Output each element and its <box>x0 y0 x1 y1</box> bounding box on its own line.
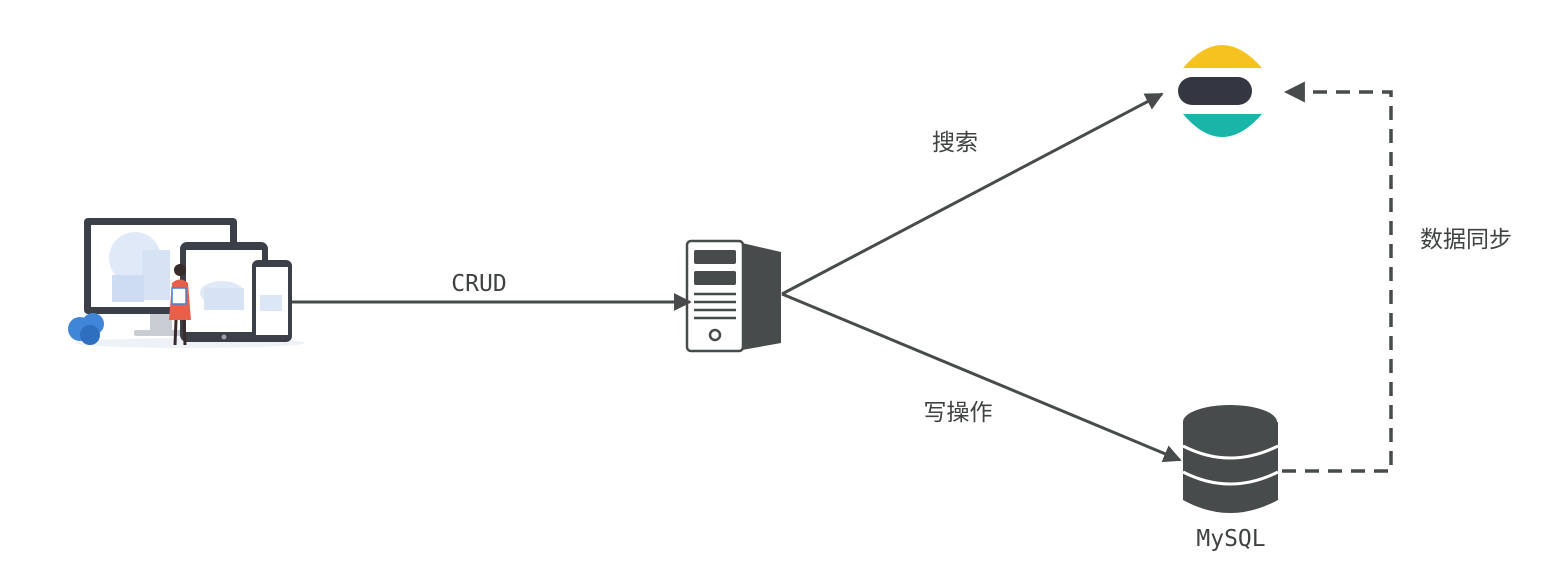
server-icon <box>685 239 781 353</box>
search-arrow <box>781 92 1164 296</box>
client-devices-icon <box>68 218 305 348</box>
sync-label: 数据同步 <box>1420 227 1512 253</box>
elasticsearch-logo-icon <box>1178 45 1262 137</box>
sync-dashed-arrow <box>1282 81 1393 473</box>
crud-label: CRUD <box>451 271 506 297</box>
write-label: 写操作 <box>924 400 993 426</box>
search-label: 搜索 <box>932 130 978 156</box>
mysql-database-icon <box>1182 405 1279 513</box>
write-arrow <box>781 292 1182 463</box>
mysql-label: MySQL <box>1196 526 1265 552</box>
